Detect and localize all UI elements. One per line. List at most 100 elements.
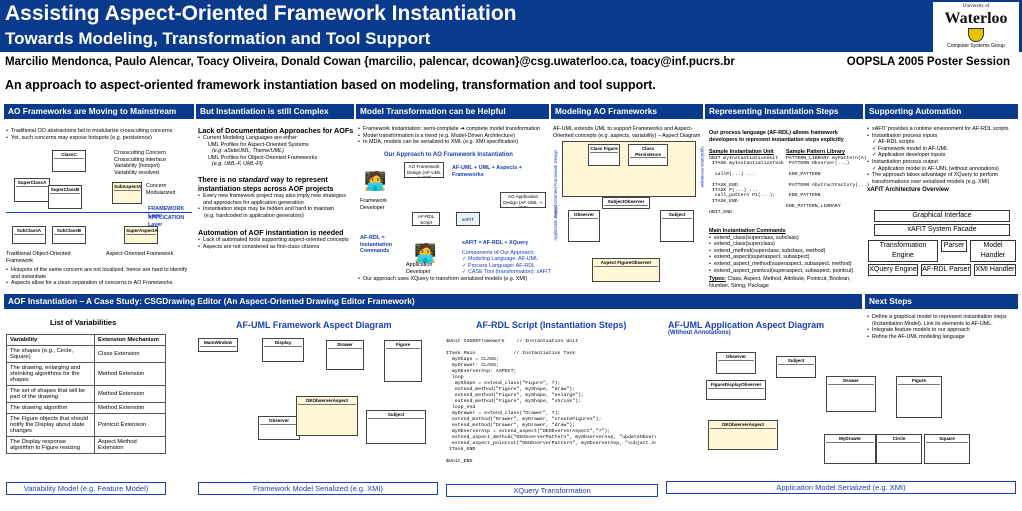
- section-header-case-study: AOF Instantiation – A Case Study: CSGDra…: [4, 294, 862, 309]
- parser-box: Parser: [941, 240, 967, 252]
- crest-icon: [968, 28, 984, 42]
- app-subject-box: Subject: [776, 356, 816, 378]
- section-header-modeling: Modeling AO Frameworks: [551, 104, 703, 119]
- system-facade-box: xAFIT System Facade: [874, 224, 1010, 236]
- variabilities-title: List of Variabilities: [50, 318, 117, 327]
- afrdl-definition: AF-RDL = Instantiation Commands: [360, 235, 393, 255]
- display-box: Display: [262, 338, 304, 362]
- side-label-mid: Application Design: [553, 205, 558, 241]
- col1-hotspots: Hotspots of the same concern are not loc…: [6, 267, 194, 287]
- oo-framework-caption: Traditional Object-Oriented Framework: [6, 251, 71, 264]
- rdl-script-box: AF-RDL Script: [412, 212, 440, 226]
- transformation-engine-box: Transformation Engine: [868, 240, 938, 262]
- section-header-next-steps: Next Steps: [865, 294, 1018, 309]
- figure-display-observer-box: FigureDisplayObserver: [706, 380, 766, 400]
- section-header-transformation: Model Transformation can be Helpful: [356, 104, 549, 119]
- xmi-handler-box: XMI Handler: [974, 264, 1016, 276]
- class-figure-box: Class Figure: [588, 144, 620, 166]
- poster-title: Assisting Aspect-Oriented Framework Inst…: [5, 2, 517, 25]
- afrdl-parser-box: AF-RDL Parser: [921, 264, 971, 276]
- approach-components: xAFIT = AF-RDL + XQuery Components of Ou…: [462, 240, 551, 276]
- col2-content: Lack of Documentation Approaches for AOF…: [198, 126, 354, 251]
- table-row: The shapes (e.g., Circle, Square)Class E…: [6, 345, 166, 363]
- col3-intro: Framework Instantiation: semi-complete ➔…: [358, 126, 550, 146]
- ao-framework-caption: Aspect-Oriented Framework: [106, 251, 174, 257]
- abstract: An approach to aspect-oriented framework…: [5, 78, 656, 92]
- application-developer-label: Application Developer: [406, 262, 433, 275]
- poster-subtitle: Towards Modeling, Transformation and Too…: [5, 29, 431, 48]
- framework-layer-label: FRAMEWORK Layer: [148, 206, 185, 219]
- subject-observer-box: SubjectObserver: [602, 197, 650, 209]
- class-box: ClassC: [52, 150, 86, 172]
- table-row: The Display response algorithm to Figure…: [6, 436, 166, 454]
- app-diagram-title: AF-UML Application Aspect Diagram: [668, 320, 825, 330]
- section-header-steps: Representing Instantiation Steps: [705, 104, 863, 119]
- sample-unit: Sample Instantiation Unit UNIT myInstant…: [709, 149, 784, 215]
- class-persistence-box: Class Persistence: [628, 144, 668, 166]
- table-row: The set of shapes that will be part of t…: [6, 385, 166, 403]
- framework-developer-icon: 🧑‍💻: [364, 171, 387, 191]
- graphical-interface-box: Graphical Interface: [874, 210, 1010, 222]
- my-drawer-box: MyDrawer: [824, 434, 876, 464]
- class-box: SubClassB: [52, 226, 86, 244]
- xafit-box: xAFIT: [456, 212, 480, 226]
- layer-divider: [6, 212, 192, 213]
- sample-pattern-library: Sample Pattern Library PATTERN_LIBRARY m…: [786, 149, 870, 210]
- rdl-script-code: $Unit CSGDEFramework // Instantiation Un…: [446, 339, 656, 464]
- fw-design-box: AO Framework Design (AF-UML -> XMI): [404, 162, 444, 178]
- author-line: Marcilio Mendonca, Paulo Alencar, Toacy …: [5, 56, 735, 68]
- fw-diagram-title: AF-UML Framework Aspect Diagram: [236, 320, 392, 330]
- variability-model-caption: Variability Model (e.g. Feature Model): [6, 482, 166, 495]
- col3-xquery: Our approach uses XQuery to transform se…: [358, 276, 550, 283]
- table-header-row: Variability Extension Mechanism: [6, 334, 166, 346]
- square-box: Square: [924, 434, 970, 464]
- poster-header: Assisting Aspect-Oriented Framework Inst…: [0, 0, 1022, 52]
- framework-developer-label: Framework Developer: [360, 198, 387, 211]
- mainwindow-box: MainWindow: [198, 338, 238, 352]
- app-observer-box: Observer: [716, 352, 756, 374]
- application-developer-icon: 🧑‍💻: [414, 243, 437, 263]
- venue: OOPSLA 2005 Poster Session: [846, 56, 1010, 68]
- col5-intro: Our process language (AF-RDL) allows fra…: [709, 130, 844, 143]
- section-header-automation: Supporting Automation: [865, 104, 1018, 119]
- col4-intro: AF-UML extends UML to support Frameworks…: [553, 126, 701, 139]
- class-box: SuperClassA: [14, 178, 50, 202]
- app-diagram-subtitle: (Without Annotations): [668, 330, 731, 336]
- circle-box: Circle: [876, 434, 922, 464]
- instantiation-commands: Main Instantiation Commands extend_class…: [709, 228, 863, 289]
- drawer-box: Drawer: [326, 340, 364, 370]
- class-box: SubClassA: [12, 226, 46, 244]
- side-label-right: Application Developer: [700, 146, 705, 188]
- university-logo: University of Waterloo Computer Systems …: [933, 2, 1019, 52]
- rdl-script-title: AF-RDL Script (Instantiation Steps): [476, 320, 627, 330]
- class-box: SuperClassB: [48, 185, 82, 209]
- section-header-complex: But Instantiation is still Complex: [196, 104, 354, 119]
- no-standard-heading: There is no standard way to represent in…: [198, 174, 334, 193]
- aspect-figure-observer-box: Aspect FigureObserver: [592, 258, 660, 282]
- afuml-formula: AF-UML + UML + Aspects + Frameworks: [452, 165, 522, 178]
- figure-box: Figure: [384, 340, 422, 382]
- section-header-mainstream: AO Frameworks are Moving to Mainstream: [4, 104, 194, 119]
- app-figure-box: Figure: [896, 376, 942, 418]
- col6-content: xAFIT provides a runtime environment for…: [867, 126, 1018, 194]
- fw-serialized-caption: Framework Model Serialized (e.g. XMI): [198, 482, 438, 495]
- xquery-engine-box: XQuery Engine: [868, 264, 918, 276]
- de-observer-aspect-box: DEObserverAspect: [296, 396, 358, 436]
- app-serialized-caption: Application Model Serialized (e.g. XMI): [666, 481, 1016, 494]
- observer-box: Observer: [258, 416, 300, 440]
- aspect-box: SuperAspectA: [124, 226, 158, 244]
- application-layer-label: APPLICATION Layer: [148, 215, 185, 228]
- next-steps-list: Define a graphical model to represent in…: [867, 314, 1018, 340]
- aspect-box: SubAspectA: [112, 182, 142, 204]
- col1-intro: Traditional OO abstractions fail to modu…: [6, 128, 194, 141]
- approach-diagram-title: Our Approach to AO Framework Instantiati…: [384, 152, 513, 158]
- table-row: The drawing, enlarging and shrinking alg…: [6, 362, 166, 386]
- model-handler-box: Model Handler: [970, 240, 1016, 262]
- variabilities-table: Variability Extension Mechanism The shap…: [6, 334, 166, 454]
- xquery-transformation-caption: XQuery Transformation: [446, 484, 658, 497]
- app-de-observer-aspect-box: DEObserverAspect: [708, 420, 778, 450]
- app-drawer-box: Drawer: [826, 376, 876, 412]
- observer-box: Observer: [568, 210, 600, 242]
- table-row: The Figure objects that should notify th…: [6, 413, 166, 437]
